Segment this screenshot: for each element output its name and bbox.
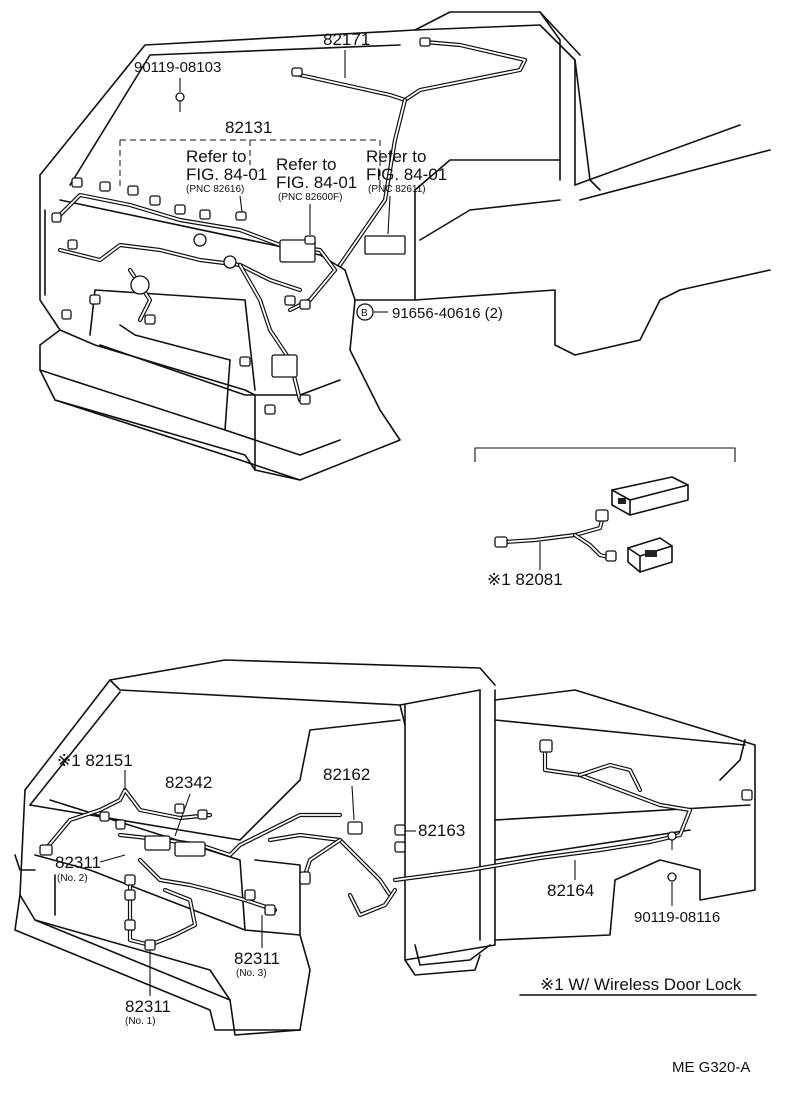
refer3-pnc: (PNC 82611) xyxy=(368,184,426,195)
refer2-pnc: (PNC 82600F) xyxy=(278,192,342,203)
bolt-marker-text: B xyxy=(361,308,368,319)
body-harnesses xyxy=(39,739,753,951)
drawing-code: ME G320-A xyxy=(672,1059,750,1076)
roof-harness-82171 xyxy=(291,37,528,268)
label-82151: ※1 82151 xyxy=(57,751,133,770)
refer1-line1: Refer to xyxy=(186,147,246,166)
label-82164: 82164 xyxy=(547,881,594,900)
label-82311-no2-sub: (No. 2) xyxy=(57,873,88,884)
label-82162: 82162 xyxy=(323,765,370,784)
label-82311-no3-sub: (No. 3) xyxy=(236,968,267,979)
refer3-line1: Refer to xyxy=(366,147,426,166)
label-90119-08116: 90119-08116 xyxy=(634,909,720,926)
wireless-door-lock-inset: ※1 82081 xyxy=(474,447,736,589)
refer1-line2: FIG. 84-01 xyxy=(186,165,267,184)
label-91656-40616: 91656-40616 (2) xyxy=(392,305,503,322)
refer2-line2: FIG. 84-01 xyxy=(276,173,357,192)
label-82163: 82163 xyxy=(418,821,465,840)
bolt-marker-b: B xyxy=(356,303,388,321)
legend-note: ※1 W/ Wireless Door Lock xyxy=(540,975,742,994)
refer2-line1: Refer to xyxy=(276,155,336,174)
label-82311-no1-sub: (No. 1) xyxy=(125,1016,156,1027)
label-82131: 82131 xyxy=(225,118,272,137)
label-82311-no3: 82311 xyxy=(234,949,280,968)
label-82171: 82171 xyxy=(323,30,370,49)
label-82342: 82342 xyxy=(165,773,212,792)
label-90119-08103: 90119-08103 xyxy=(134,59,221,76)
top-view-labels: 82171 90119-08103 82131 Refer to FIG. 84… xyxy=(134,30,503,322)
refer3-line2: FIG. 84-01 xyxy=(366,165,447,184)
label-82311-no1: 82311 xyxy=(125,997,171,1016)
refer1-pnc: (PNC 82616) xyxy=(186,184,244,195)
label-82081: ※1 82081 xyxy=(487,570,563,589)
instrument-panel-harness-82131 xyxy=(51,92,406,415)
label-82311-no2: 82311 xyxy=(55,853,101,872)
cab-front-illustration xyxy=(39,11,771,481)
bottom-view-labels: ※1 82151 82342 82162 82163 82311 (No. 2)… xyxy=(55,751,757,1076)
